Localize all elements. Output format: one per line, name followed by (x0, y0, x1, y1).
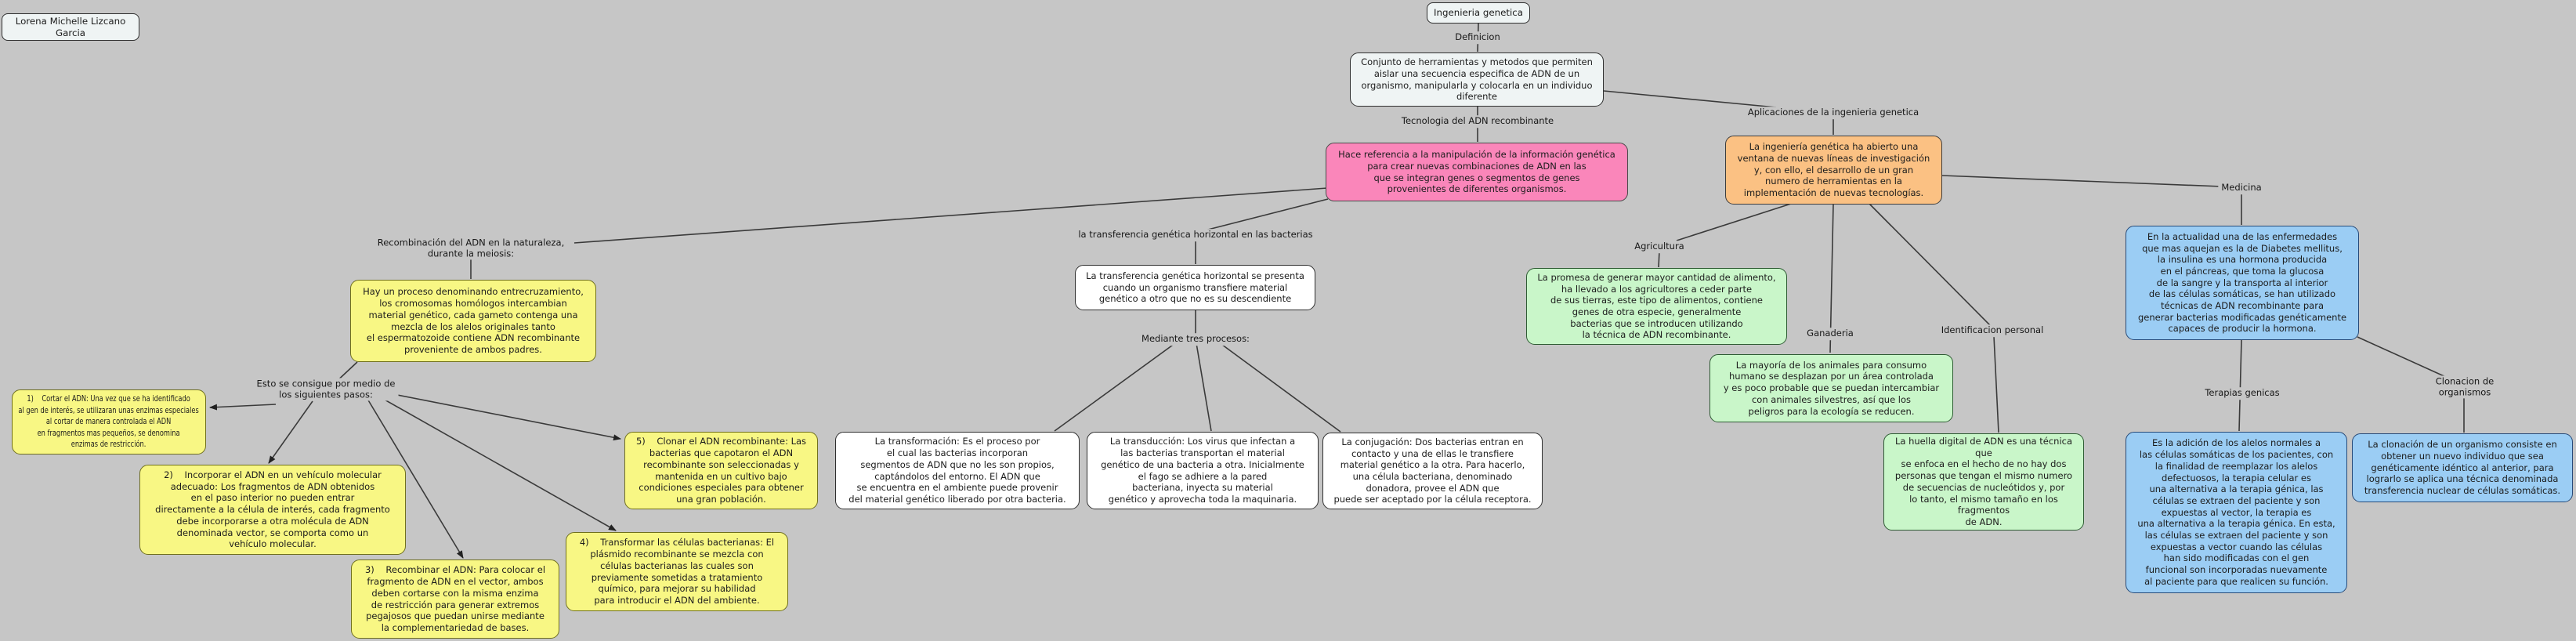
connector-arrow-line (381, 391, 621, 441)
node-ganaderia-concepto[interactable]: La mayoría de los animales para consumo … (1709, 354, 1953, 422)
node-text: Ingenieria genetica (1434, 7, 1523, 19)
node-text: La mayoría de los animales para consumo … (1723, 359, 1940, 417)
node-text: La transducción: Los virus que infectan … (1101, 436, 1304, 505)
node-agricultura-concepto[interactable]: La promesa de generar mayor cantidad de … (1526, 268, 1787, 345)
connector-arrow-line (268, 400, 313, 464)
linking-label-definicion[interactable]: Definicion (1452, 31, 1503, 44)
node-text: Hace referencia a la manipulación de la … (1338, 149, 1615, 195)
connector-line (1993, 335, 1999, 433)
node-clonacion-concepto[interactable]: La clonación de un organismo consiste en… (2352, 433, 2573, 502)
node-entrecruzamiento-meiosis[interactable]: Hay un proceso denominando entrecruzamie… (350, 280, 596, 362)
node-paso-3-recombinar-adn[interactable]: 3) Recombinar el ADN: Para colocar el fr… (351, 560, 559, 639)
linking-label-transferencia-genetica-horizontal[interactable]: la transferencia genética horizontal en … (1075, 229, 1316, 241)
node-la-transduccion[interactable]: La transducción: Los virus que infectan … (1087, 432, 1319, 509)
node-paso-4-transformar-celulas[interactable]: 4) Transformar las células bacterianas: … (566, 532, 788, 611)
connector-arrow-line (209, 404, 277, 411)
linking-label-medicina[interactable]: Medicina (2218, 182, 2265, 194)
node-terapias-genicas-concepto[interactable]: Es la adición de los alelos normales a l… (2126, 432, 2347, 593)
connector-arrow-line (367, 398, 464, 559)
node-text: La huella digital de ADN es una técnica … (1894, 436, 2073, 527)
node-la-conjugacion[interactable]: La conjugación: Dos bacterias entran en … (1322, 433, 1543, 509)
node-aplicaciones-concepto[interactable]: La ingeniería genética ha abierto una ve… (1725, 136, 1942, 205)
connector-arrow-line (377, 395, 617, 531)
node-text: Hay un proceso denominando entrecruzamie… (363, 286, 584, 355)
connector-line (1676, 203, 1792, 241)
node-text: 1) Cortar el ADN: Una vez que se ha iden… (18, 393, 200, 450)
connector-line (573, 187, 1328, 244)
connector-line (1201, 198, 1329, 232)
node-medicina-concepto[interactable]: En la actualidad una de las enfermedades… (2126, 226, 2359, 340)
node-la-transformacion[interactable]: La transformación: Es el proceso por el … (835, 432, 1080, 509)
node-text: Conjunto de herramientas y metodos que p… (1361, 56, 1593, 103)
linking-label-ganaderia[interactable]: Ganaderia (1804, 328, 1857, 340)
linking-label-identificacion-personal[interactable]: Identificacion personal (1937, 324, 2047, 337)
linking-label-tecnologia-del-adn-recombinante[interactable]: Tecnologia del ADN recombinante (1398, 115, 1558, 128)
node-text: La promesa de generar mayor cantidad de … (1537, 271, 1776, 341)
node-text: Es la adición de los alelos normales a l… (2137, 437, 2335, 587)
node-text: La conjugación: Dos bacterias entran en … (1333, 436, 1532, 505)
connector-line (1196, 342, 1212, 432)
linking-label-terapias-genicas[interactable]: Terapias genicas (2202, 387, 2283, 400)
node-text: En la actualidad una de las enfermedades… (2137, 230, 2347, 335)
node-paso-2-incorporar-adn[interactable]: 2) Incorporar el ADN en un vehículo mole… (139, 465, 406, 555)
node-huella-digital-adn[interactable]: La huella digital de ADN es una técnica … (1883, 433, 2084, 531)
node-text: La transformación: Es el proceso por el … (848, 436, 1066, 505)
node-transferencia-horizontal-concepto[interactable]: La transferencia genética horizontal se … (1075, 265, 1315, 310)
connector-line (1869, 203, 1992, 327)
linking-label-esto-se-consigue[interactable]: Esto se consigue por medio de los siguie… (253, 378, 399, 401)
node-text: La clonación de un organismo consiste en… (2364, 439, 2561, 497)
linking-label-agricultura[interactable]: Agricultura (1631, 241, 1688, 253)
node-text: 5) Clonar el ADN recombinante: Las bacte… (635, 436, 807, 505)
node-text: La transferencia genética horizontal se … (1086, 270, 1304, 305)
connector-line (2357, 336, 2457, 382)
node-paso-5-clonar-adn[interactable]: 5) Clonar el ADN recombinante: Las bacte… (624, 432, 818, 509)
node-ingenieria-genetica[interactable]: Ingenieria genetica (1427, 2, 1530, 24)
node-text: La ingeniería genética ha abierto una ve… (1737, 141, 1930, 199)
linking-label-aplicaciones-de-la-ingenieria-genetica[interactable]: Aplicaciones de la ingenieria genetica (1744, 107, 1923, 119)
linking-label-recombinacion-en-la-naturaleza[interactable]: Recombinación del ADN en la naturaleza, … (374, 237, 568, 260)
node-author[interactable]: Lorena Michelle Lizcano Garcia (2, 13, 139, 42)
linking-label-clonacion-de-organismos[interactable]: Clonacion de organismos (2409, 375, 2520, 399)
connector-line (1054, 342, 1176, 432)
node-text: Lorena Michelle Lizcano Garcia (15, 16, 126, 38)
node-text: 4) Transformar las células bacterianas: … (579, 537, 775, 606)
node-paso-1-cortar-adn[interactable]: 1) Cortar el ADN: Una vez que se ha iden… (12, 389, 206, 454)
connector-line (2238, 339, 2242, 432)
node-text: 3) Recombinar el ADN: Para colocar el fr… (364, 564, 546, 633)
connector-line (1603, 90, 1777, 108)
connector-line (1218, 342, 1341, 433)
linking-label-mediante-tres-procesos[interactable]: Mediante tres procesos: (1138, 333, 1253, 346)
node-tecnologia-adn-recombinante[interactable]: Hace referencia a la manipulación de la … (1326, 143, 1628, 201)
node-definicion-concepto[interactable]: Conjunto de herramientas y metodos que p… (1350, 53, 1604, 107)
connector-line (1941, 175, 2223, 187)
node-text: 2) Incorporar el ADN en un vehículo mole… (155, 469, 390, 550)
